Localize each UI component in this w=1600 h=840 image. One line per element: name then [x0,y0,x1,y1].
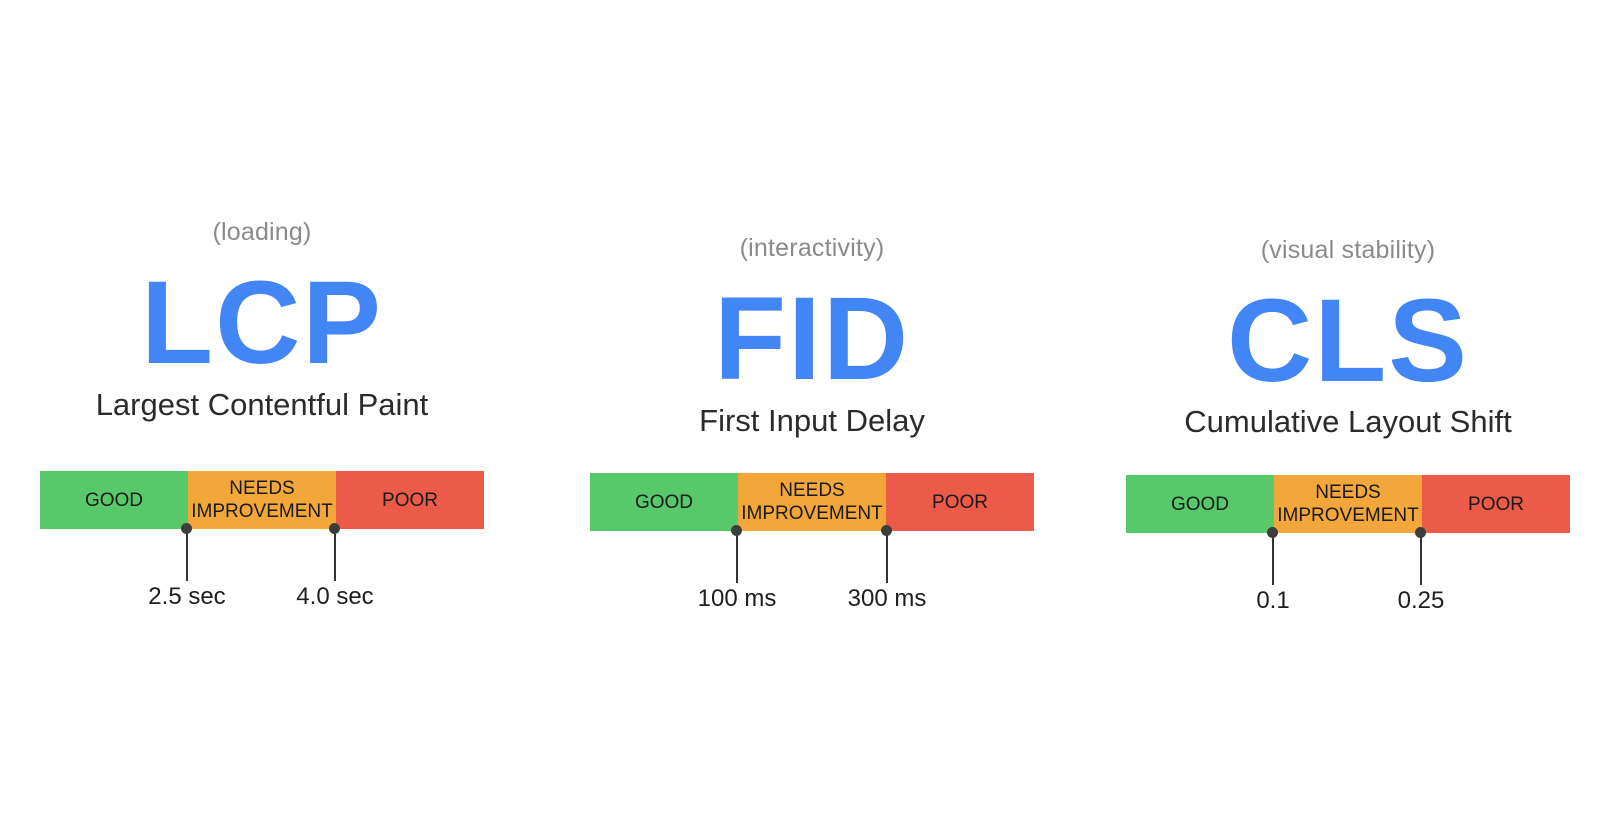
threshold-marker-line [886,531,888,583]
threshold-label-poor: 0.25 [1397,587,1445,614]
threshold-label-good: 0.1 [1256,587,1290,614]
range-good: GOOD [40,471,188,529]
metric-full-name: Cumulative Layout Shift [1184,404,1512,439]
range-needs-improvement: NEEDS IMPROVEMENT [738,473,886,531]
threshold-marker-dot [731,525,742,536]
threshold-bar: GOOD NEEDS IMPROVEMENT POOR [590,473,1034,531]
threshold-marker-line [1420,533,1422,585]
range-good: GOOD [1126,475,1274,533]
metric-category: (visual stability) [1260,236,1436,264]
threshold-label-poor: 4.0 sec [296,583,374,610]
metric-abbreviation: LCP [141,257,383,389]
threshold-label-poor: 300 ms [847,585,927,612]
threshold-marker-dot [1415,527,1426,538]
range-needs-improvement: NEEDS IMPROVEMENT [188,471,336,529]
threshold-marker-line [736,531,738,583]
range-good: GOOD [590,473,738,531]
threshold-bar: GOOD NEEDS IMPROVEMENT POOR [1126,475,1570,533]
threshold-marker-line [1272,533,1274,585]
threshold-marker-line [334,529,336,581]
range-poor: POOR [1422,475,1570,533]
metric-abbreviation: FID [713,273,911,405]
threshold-bar: GOOD NEEDS IMPROVEMENT POOR [40,471,484,529]
metric-full-name: First Input Delay [699,403,925,438]
threshold-marker-dot [329,523,340,534]
threshold-marker-line [186,529,188,581]
metric-category: (loading) [212,218,312,246]
range-poor: POOR [336,471,484,529]
threshold-marker-dot [881,525,892,536]
range-poor: POOR [886,473,1034,531]
metric-full-name: Largest Contentful Paint [95,387,429,422]
range-needs-improvement: NEEDS IMPROVEMENT [1274,475,1422,533]
metric-category: (interactivity) [739,234,885,262]
metric-abbreviation: CLS [1227,275,1469,407]
threshold-label-good: 2.5 sec [148,583,226,610]
threshold-marker-dot [181,523,192,534]
threshold-label-good: 100 ms [697,585,777,612]
threshold-marker-dot [1267,527,1278,538]
